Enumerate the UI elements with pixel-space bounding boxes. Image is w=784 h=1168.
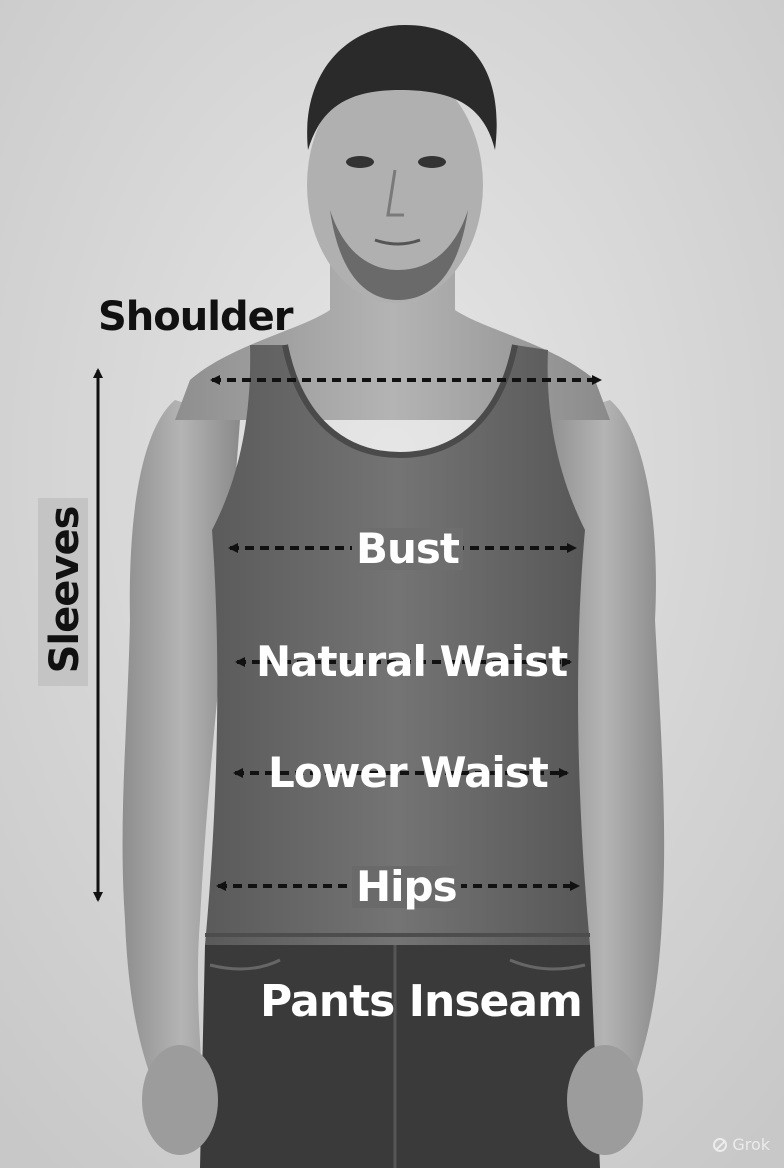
pants-inseam-label: Pants Inseam <box>260 976 583 1027</box>
jeans-pocket-right <box>509 958 586 971</box>
jeans-pocket-left <box>209 958 281 971</box>
watermark: Grok <box>713 1135 770 1154</box>
left-hand <box>142 1045 218 1155</box>
tank-top <box>205 345 590 945</box>
hips-label: Hips <box>352 866 461 908</box>
left-eye <box>346 156 374 168</box>
lower-waist-label: Lower Waist <box>268 748 549 797</box>
tank-neckline <box>282 344 518 459</box>
sleeves-label: Sleeves <box>42 506 88 674</box>
sleeves-label-box <box>38 498 88 686</box>
left-arm <box>122 400 240 1110</box>
beard <box>330 210 468 300</box>
nose <box>386 169 404 217</box>
natural-waist-label: Natural Waist <box>256 637 568 686</box>
shoulder-label: Shoulder <box>98 294 293 340</box>
hair <box>307 25 497 150</box>
bust-label: Bust <box>352 528 463 570</box>
watermark-text: Grok <box>732 1135 770 1154</box>
right-eye <box>418 156 446 168</box>
grok-logo-icon <box>713 1137 728 1152</box>
head <box>307 67 483 303</box>
mouth <box>374 238 421 246</box>
jeans <box>200 945 600 1168</box>
right-hand <box>567 1045 643 1155</box>
